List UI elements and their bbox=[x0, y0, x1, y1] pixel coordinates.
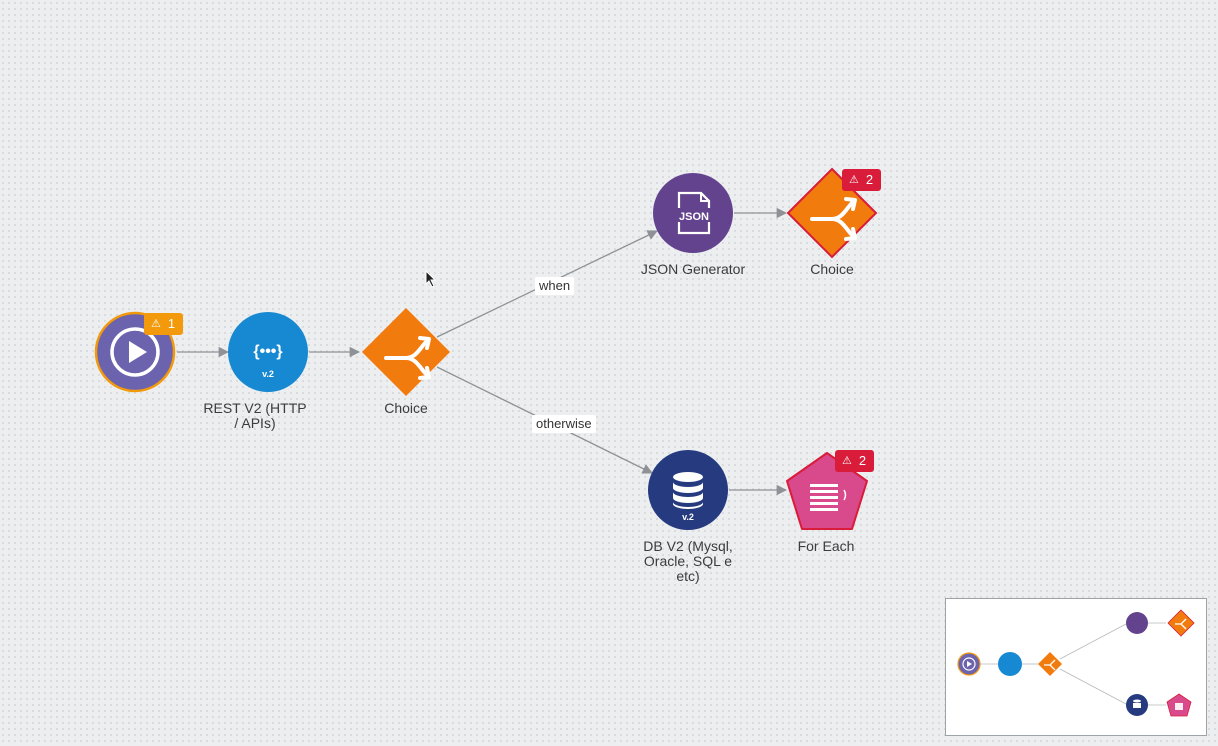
choice2-error-badge[interactable]: ⚠ 2 bbox=[842, 169, 882, 191]
start-warning-badge[interactable]: ⚠ 1 bbox=[144, 313, 184, 335]
mouse-cursor-icon bbox=[425, 270, 437, 288]
rest-v2-label: REST V2 (HTTP / APIs) bbox=[203, 400, 307, 431]
warning-icon: ⚠ bbox=[849, 174, 859, 186]
db-v2-node[interactable]: v.2 bbox=[648, 450, 728, 530]
db-v2-label: DB V2 (Mysql, Oracle, SQL e etc) bbox=[643, 538, 733, 584]
list-icon bbox=[786, 452, 868, 530]
foreach-error-badge[interactable]: ⚠ 2 bbox=[835, 450, 875, 472]
rest-icon-text: {•••} bbox=[253, 343, 282, 360]
db-version: v.2 bbox=[682, 512, 694, 522]
warning-count: 1 bbox=[167, 316, 176, 331]
error-count: 2 bbox=[858, 453, 867, 468]
choice-node-2[interactable] bbox=[786, 167, 878, 259]
json-generator-node[interactable]: JSON bbox=[653, 173, 733, 253]
choice-node[interactable] bbox=[360, 306, 452, 398]
choice-label: Choice bbox=[384, 400, 428, 416]
minimap-overview bbox=[957, 609, 1195, 717]
branch-icon bbox=[786, 167, 878, 259]
rest-api-icon: {•••} v.2 bbox=[228, 312, 308, 392]
rest-v2-node[interactable]: {•••} v.2 bbox=[228, 312, 308, 392]
minimap[interactable] bbox=[945, 598, 1207, 736]
error-count: 2 bbox=[865, 172, 874, 187]
edge-label-when: when bbox=[535, 277, 575, 295]
warning-icon: ⚠ bbox=[842, 455, 852, 467]
branch-icon bbox=[362, 308, 450, 396]
edge-label-otherwise: otherwise bbox=[532, 415, 596, 433]
json-file-icon: JSON bbox=[653, 173, 733, 253]
database-icon: v.2 bbox=[648, 450, 728, 530]
for-each-label: For Each bbox=[797, 538, 855, 554]
json-icon-text: JSON bbox=[679, 211, 709, 223]
choice2-label: Choice bbox=[810, 261, 854, 277]
warning-icon: ⚠ bbox=[151, 318, 161, 330]
rest-version: v.2 bbox=[262, 369, 274, 379]
for-each-node[interactable] bbox=[784, 450, 870, 532]
json-generator-label: JSON Generator bbox=[640, 261, 746, 277]
